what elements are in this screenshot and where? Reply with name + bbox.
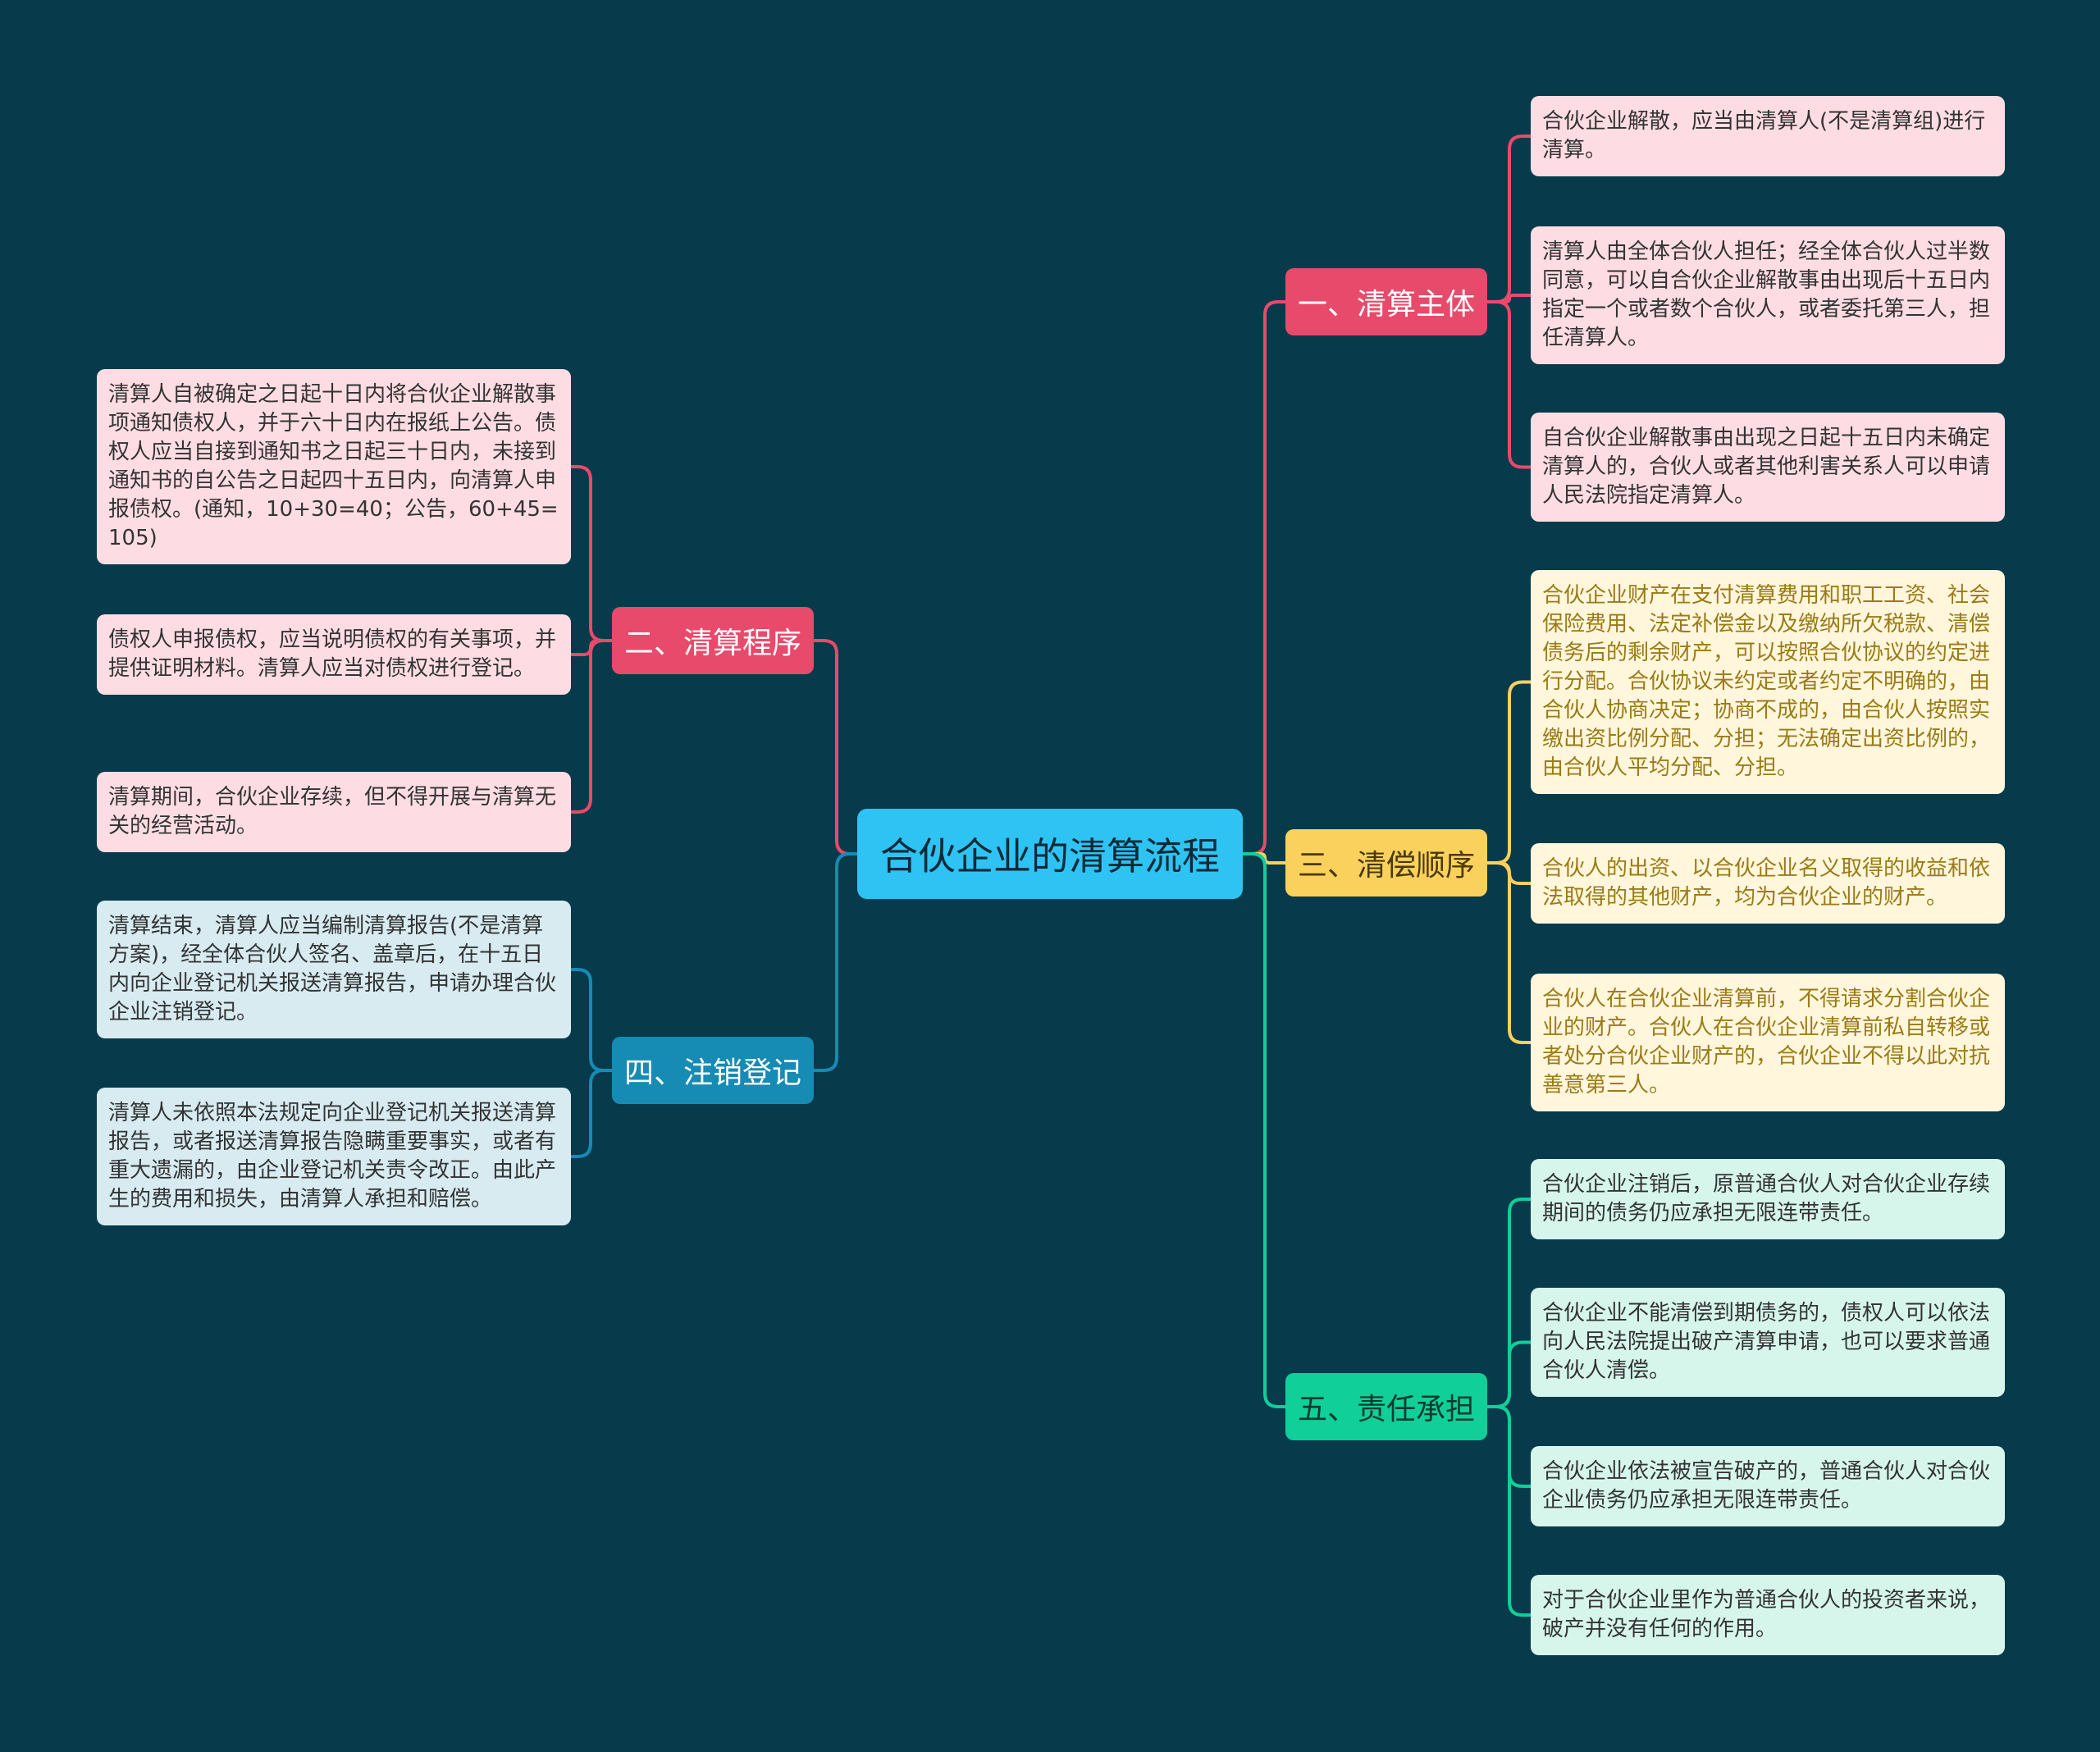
leaf-5-2: 合伙企业不能清偿到期债务的，债权人可以依法向人民法院提出破产清算申请，也可以要求… (1531, 1288, 2005, 1397)
connector-b5-leaf-1 (1487, 1340, 1531, 1408)
leaf-1-3: 自合伙企业解散事由出现之日起十五日内未确定清算人的，合伙人或者其他利害关系人可以… (1531, 413, 2005, 522)
leaf-5-4: 对于合伙企业里作为普通合伙人的投资者来说，破产并没有任何的作用。 (1531, 1575, 2005, 1655)
connector-b1-leaf-2 (1487, 300, 1531, 469)
branch-1-liquidation-subject[interactable]: 一、清算主体 (1285, 268, 1487, 335)
leaf-4-1: 清算结束，清算人应当编制清算报告(不是清算方案)，经全体合伙人签名、盖章后，在十… (97, 901, 571, 1038)
connector-b3-leaf-0 (1487, 680, 1531, 865)
leaf-3-2: 合伙人的出资、以合伙企业名义取得的收益和依法取得的其他财产，均为合伙企业的财产。 (1531, 843, 2005, 924)
connector-b4-leaf-1 (571, 1069, 612, 1158)
connector-b3-leaf-2 (1487, 861, 1531, 1044)
branch-3-repayment-order[interactable]: 三、清偿顺序 (1285, 829, 1487, 897)
connector-b1-leaf-1 (1487, 294, 1531, 303)
connector-b2-leaf-2 (571, 639, 612, 814)
root-topic[interactable]: 合伙企业的清算流程 (857, 809, 1243, 899)
connector-b1-leaf-0 (1487, 135, 1531, 303)
leaf-5-3: 合伙企业依法被宣告破产的，普通合伙人对合伙企业债务仍应承担无限连带责任。 (1531, 1446, 2005, 1526)
leaf-3-1: 合伙企业财产在支付清算费用和职工工资、社会保险费用、法定补偿金以及缴纳所欠税款、… (1531, 570, 2005, 794)
connector-root-b5 (1243, 852, 1285, 1408)
branch-4-deregistration[interactable]: 四、注销登记 (612, 1037, 814, 1104)
connector-root-b3 (1243, 852, 1285, 865)
branch-5-liability[interactable]: 五、责任承担 (1285, 1373, 1487, 1440)
leaf-2-2: 债权人申报债权，应当说明债权的有关事项，并提供证明材料。清算人应当对债权进行登记… (97, 614, 571, 695)
connector-b4-leaf-0 (571, 968, 612, 1072)
connector-b2-leaf-0 (571, 465, 612, 642)
branch-2-liquidation-procedure[interactable]: 二、清算程序 (612, 607, 814, 674)
leaf-3-3: 合伙人在合伙企业清算前，不得请求分割合伙企业的财产。合伙人在合伙企业清算前私自转… (1531, 974, 2005, 1111)
connector-root-b2 (814, 639, 857, 855)
leaf-2-3: 清算期间，合伙企业存续，但不得开展与清算无关的经营活动。 (97, 772, 571, 852)
leaf-1-2: 清算人由全体合伙人担任；经全体合伙人过半数同意，可以自合伙企业解散事由出现后十五… (1531, 226, 2005, 364)
connector-b5-leaf-3 (1487, 1405, 1531, 1617)
leaf-4-2: 清算人未依照本法规定向企业登记机关报送清算报告，或者报送清算报告隐瞒重要事实，或… (97, 1088, 571, 1225)
leaf-5-1: 合伙企业注销后，原普通合伙人对合伙企业存续期间的债务仍应承担无限连带责任。 (1531, 1159, 2005, 1239)
connector-root-b4 (814, 852, 857, 1072)
leaf-1-1: 合伙企业解散，应当由清算人(不是清算组)进行清算。 (1531, 96, 2005, 176)
connector-root-b1 (1243, 300, 1285, 855)
leaf-2-1: 清算人自被确定之日起十日内将合伙企业解散事项通知债权人，并于六十日内在报纸上公告… (97, 369, 571, 564)
